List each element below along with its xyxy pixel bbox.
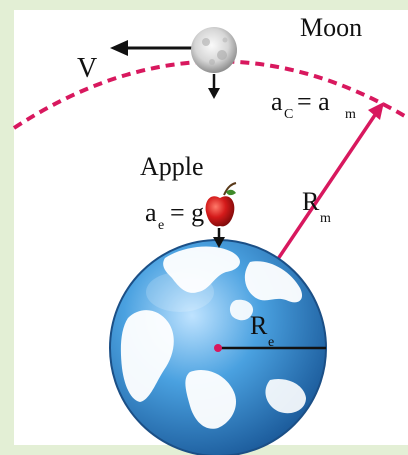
apple-accel-sub: e [158, 218, 164, 233]
moon-label: Moon [300, 13, 362, 42]
earth-radius-sub: e [268, 335, 274, 350]
apple-label: Apple [140, 152, 204, 181]
moon-accel-eq: = a [297, 87, 330, 116]
moon-accel-main: a [271, 87, 283, 116]
moon-acceleration-label: a C = a m [271, 87, 356, 122]
moon-accel-sub1: C [284, 107, 293, 122]
moon-radius-sub: m [320, 211, 331, 226]
apple-icon [206, 183, 236, 226]
moon-icon [191, 27, 237, 73]
moon-accel-sub2: m [345, 107, 356, 122]
moon-radius-main: R [302, 187, 320, 216]
velocity-arrow [110, 40, 196, 56]
moon-acceleration-arrow [208, 74, 220, 99]
apple-accel-main: a [145, 198, 157, 227]
velocity-label: V [77, 53, 97, 84]
moon-radius-label: R m [302, 187, 331, 226]
earth-radius-main: R [250, 311, 268, 340]
apple-accel-eq: = g [170, 198, 204, 227]
apple-acceleration-label: a e = g [145, 198, 204, 233]
